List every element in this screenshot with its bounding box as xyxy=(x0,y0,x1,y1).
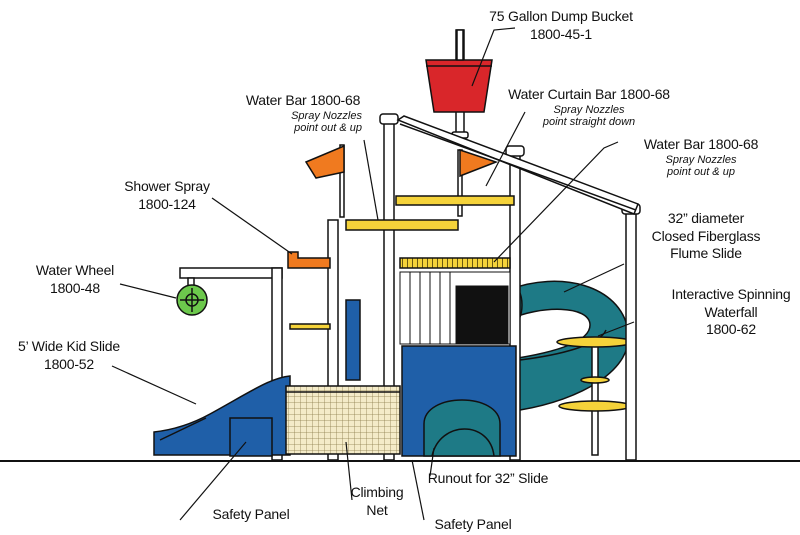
flume-slide-line1: 32” diameter xyxy=(667,210,745,226)
leader-lines xyxy=(111,27,635,521)
water-bar-left-title: Water Bar 1800-68 xyxy=(245,92,361,108)
spinning-waterfall-code: 1800-62 xyxy=(706,321,756,337)
water-curtain-bar-title: Water Curtain Bar 1800-68 xyxy=(508,86,670,102)
kid-slide-code: 1800-52 xyxy=(44,355,94,372)
water-wheel-title: Water Wheel xyxy=(35,262,115,278)
runout-title: Runout for 32” Slide xyxy=(427,470,549,486)
water-wheel-code: 1800-48 xyxy=(50,279,100,296)
water-wheel xyxy=(176,284,208,316)
callout-spinning-waterfall: Interactive Spinning Waterfall 1800-62 xyxy=(664,286,798,339)
dump-bucket xyxy=(425,29,493,113)
callout-flume-slide: 32” diameter Closed Fiberglass Flume Sli… xyxy=(636,210,776,263)
callout-water-curtain-bar: Water Curtain Bar 1800-68 Spray Nozzles … xyxy=(504,86,674,129)
callout-safety-panel-bottom: Safety Panel xyxy=(418,516,528,534)
climbing-net-line1: Climbing xyxy=(350,484,404,500)
water-bars xyxy=(289,195,515,330)
water-wheel-arm xyxy=(179,267,283,461)
left-safety-panel xyxy=(229,417,273,457)
water-bar-right-note1: Spray Nozzles xyxy=(665,153,737,166)
callout-climbing-net: Climbing Net xyxy=(342,484,412,519)
water-bar-right-note2: point out & up xyxy=(667,166,735,179)
water-curtain-bar-note1: Spray Nozzles xyxy=(553,103,625,116)
shower-spray xyxy=(287,251,331,269)
spinning-waterfall-line2: Waterfall xyxy=(704,303,758,320)
water-curtain-pipe xyxy=(396,115,639,215)
tower-fence xyxy=(399,271,511,345)
safety-panel-left-title: Safety Panel xyxy=(212,506,290,522)
water-bar-right-title: Water Bar 1800-68 xyxy=(643,136,759,152)
water-curtain-bar-note2: point straight down xyxy=(542,116,636,129)
dump-bucket-title: 75 Gallon Dump Bucket xyxy=(489,8,633,24)
dump-bucket-code: 1800-45-1 xyxy=(529,25,593,42)
flume-slide-line2: Closed Fiberglass xyxy=(651,227,761,244)
callout-kid-slide: 5’ Wide Kid Slide 1800-52 xyxy=(4,338,134,373)
climbing-net xyxy=(285,385,401,455)
water-bar-left-note1: Spray Nozzles xyxy=(291,109,362,122)
shower-spray-code: 1800-124 xyxy=(138,195,196,212)
kid-slide-title: 5’ Wide Kid Slide xyxy=(18,338,120,354)
upper-blue-panel xyxy=(345,299,361,381)
climbing-net-line2: Net xyxy=(366,501,388,518)
callout-water-bar-left: Water Bar 1800-68 Spray Nozzles point ou… xyxy=(228,92,378,135)
flume-slide-line3: Flume Slide xyxy=(670,245,742,261)
callout-dump-bucket: 75 Gallon Dump Bucket 1800-45-1 xyxy=(476,8,646,43)
water-bar-left-note2: point out & up xyxy=(294,122,362,135)
tower-safety-panel xyxy=(401,345,517,457)
flags xyxy=(304,144,499,218)
callout-water-bar-right: Water Bar 1800-68 Spray Nozzles point ou… xyxy=(636,136,766,179)
spinning-waterfall-line1: Interactive Spinning xyxy=(671,286,791,302)
safety-panel-bottom-title: Safety Panel xyxy=(434,516,512,532)
callout-water-wheel: Water Wheel 1800-48 xyxy=(20,262,130,297)
shower-spray-title: Shower Spray xyxy=(124,178,210,194)
callout-runout: Runout for 32” Slide xyxy=(418,470,558,488)
callout-safety-panel-left: Safety Panel xyxy=(196,506,306,524)
callout-shower-spray: Shower Spray 1800-124 xyxy=(112,178,222,213)
